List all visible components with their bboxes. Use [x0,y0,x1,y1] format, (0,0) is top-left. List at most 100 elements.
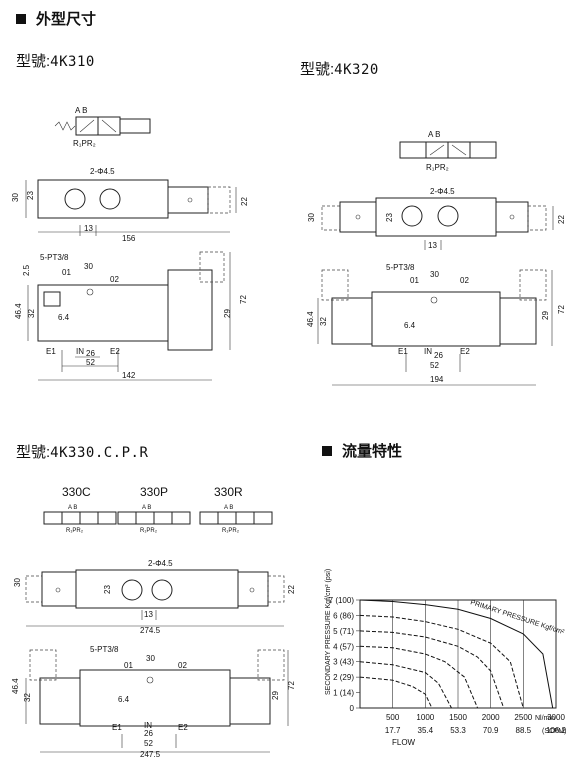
model-prefix: 型號: [16,444,51,461]
dim-320-w194: 194 [430,375,444,384]
ports-ab-label: A B [142,505,151,511]
x-tick-label-scfm: 106.2 [546,726,567,735]
dim-310-h72: 72 [239,295,248,304]
dim-310-w142: 142 [122,371,136,380]
dim-330-h23: 23 [103,585,112,594]
dim-320-thread: 5-PT3/8 [386,263,415,272]
flow-curve [359,630,505,709]
x-tick-label-scfm: 70.9 [483,726,499,735]
dim-320-w26: 26 [434,351,443,360]
dim-310-e2: E2 [110,347,120,356]
dim-330-e1: E1 [112,723,122,732]
chart-ylabel: SECONDARY PRESSURE Kgf/cm² (psi) [325,569,332,695]
model-code: 4K320 [334,62,379,78]
y-tick-label: 0 [350,704,355,713]
chart-x-unit-bottom: (SCFM) [542,728,567,735]
dim-330-h72: 72 [287,681,296,690]
dim-310-in: IN [76,347,84,356]
x-tick-label-scfm: 53.3 [450,726,466,735]
dim-320-hole: 2-Φ4.5 [430,187,455,196]
variant-330r-label: 330R [214,485,243,499]
chart-xlabel: FLOW [392,738,416,747]
x-tick-label-scfm: 17.7 [385,726,401,735]
dim-320-h464: 46.4 [306,311,315,327]
section-dimensions-header: 外型尺寸 [16,8,96,29]
dim-330-h22: 22 [287,585,296,594]
top-view-4k320 [321,197,554,250]
dim-310-d64: 6.4 [58,313,70,322]
dim-310-d25: 2.5 [22,264,31,276]
dim-330-h464: 46.4 [11,678,20,694]
dim-330-e2: E2 [178,723,188,732]
dim-310-w156: 156 [122,234,136,243]
x-tick-label: 1500 [449,713,467,722]
dim-310-h464: 46.4 [14,303,23,319]
dim-330-w13: 13 [144,610,153,619]
x-tick-label-scfm: 35.4 [418,726,434,735]
model-prefix: 型號: [16,53,51,70]
model-4k320-title: 型號:4K320 [300,58,379,79]
model-4k310-title: 型號:4K310 [16,50,95,71]
y-tick-label: 2 (29) [333,673,354,682]
dim-310-h29: 29 [223,309,232,318]
dim-310-hole: 2-Φ4.5 [90,167,115,176]
dim-330-w274: 274.5 [140,626,161,635]
dim-330-in: IN [144,721,152,730]
top-view-4k330 [25,569,285,627]
section-dimensions-title: 外型尺寸 [36,11,97,28]
dim-320-e2: E2 [460,347,470,356]
dim-330-h32: 32 [23,693,32,702]
flow-curve [359,676,433,709]
square-bullet-icon [322,445,332,456]
dim-320-h32: 32 [319,317,328,326]
dim-310-p02: 02 [110,275,119,284]
ports-ab-label: A B [428,130,440,139]
chart-x-unit-top: Nl/min [535,715,555,722]
variant-330c-label: 330C [62,485,91,499]
section-flow-header: 流量特性 [322,440,402,461]
dim-330-w52: 52 [144,739,153,748]
model-code: 4K310 [50,54,95,70]
dim-320-w30: 30 [430,270,439,279]
dim-330-h29: 29 [271,691,280,700]
dim-330-w30: 30 [146,654,155,663]
y-tick-label: 3 (43) [333,658,354,667]
flow-curve [359,661,452,709]
dim-320-h23: 23 [385,213,394,222]
dim-310-e1: E1 [46,347,56,356]
dim-310-p01: 01 [62,268,71,277]
x-tick-label: 2500 [514,713,532,722]
dim-320-h22: 22 [557,215,566,224]
dim-310-w52: 52 [86,358,95,367]
dim-330-d64: 6.4 [118,695,130,704]
side-view-4k310 [27,251,231,381]
ports-rp-label: R₁PR₂ [426,163,449,172]
x-tick-label: 500 [386,713,400,722]
dim-330-p01: 01 [124,661,133,670]
y-tick-label: 4 (57) [333,642,354,651]
valve-symbols-330: A B R₁PR₂ A B R₁PR₂ A B R₁PR₂ [43,505,273,534]
top-view-4k310 [25,179,237,236]
x-tick-label-scfm: 88.5 [516,726,532,735]
dim-310-w30: 30 [84,262,93,271]
dim-330-hole: 2-Φ4.5 [148,559,173,568]
y-tick-label: 1 (14) [333,689,354,698]
dim-320-in: IN [424,347,432,356]
dim-320-e1: E1 [398,347,408,356]
ports-rp-label: R₁PR₂ [140,528,158,534]
flow-curve [359,645,479,709]
dim-320-p01: 01 [410,276,419,285]
dim-330-thread: 5-PT3/8 [90,645,119,654]
side-view-4k320 [317,269,553,386]
dim-320-h29: 29 [541,311,550,320]
dim-310-h22: 22 [240,197,249,206]
valve-symbol-4k310: A B R₁PR₂ [54,106,151,148]
ports-rp-label: R₁PR₂ [222,528,240,534]
dim-310-h30: 30 [11,193,20,202]
dim-330-p02: 02 [178,661,187,670]
flow-curve [359,614,524,709]
